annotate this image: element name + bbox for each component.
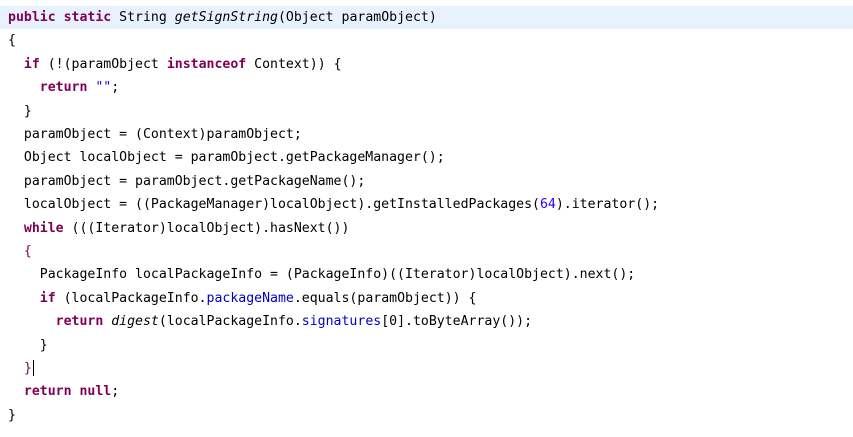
code-token-kw: instanceof <box>166 56 247 72</box>
code-indent <box>8 291 40 306</box>
code-token-kw: return <box>55 314 104 330</box>
code-indent <box>8 104 24 119</box>
code-line[interactable]: { <box>0 240 32 263</box>
code-token-kw: while <box>23 220 64 236</box>
code-token-italic: digest <box>111 314 159 330</box>
code-line[interactable]: while (((Iterator)localObject).hasNext()… <box>0 217 350 240</box>
code-indent <box>8 197 24 212</box>
code-indent <box>8 221 24 236</box>
code-indent <box>8 57 24 72</box>
code-token: } <box>39 337 48 353</box>
code-line[interactable]: return ""; <box>0 76 119 99</box>
code-token: (Object paramObject) <box>277 10 437 25</box>
code-token: (localPackageInfo. <box>55 290 207 306</box>
code-line[interactable]: public static String getSignString(Objec… <box>0 6 853 29</box>
code-token: (!(paramObject <box>39 56 167 72</box>
code-token: } <box>8 407 16 423</box>
code-token-num: 64 <box>539 197 556 213</box>
code-token: .equals(paramObject)) { <box>293 290 477 306</box>
code-indent <box>8 80 40 95</box>
code-line[interactable]: } <box>0 357 34 380</box>
code-token: localObject = ((PackageManager)localObje… <box>23 197 540 213</box>
code-token: [0].toByteArray()); <box>381 314 533 330</box>
code-token: ; <box>111 384 120 400</box>
code-line[interactable]: } <box>0 100 32 123</box>
code-token-bracket-match: } <box>23 361 32 376</box>
code-indent <box>8 384 24 399</box>
code-indent <box>8 361 24 376</box>
code-token-kw: if <box>23 56 40 72</box>
code-line[interactable]: } <box>0 334 48 357</box>
code-line[interactable]: PackageInfo localPackageInfo = (PackageI… <box>0 263 635 286</box>
code-token-field: packageName <box>206 290 294 306</box>
code-token-bracket-match: { <box>23 244 32 259</box>
code-token: PackageInfo localPackageInfo = (PackageI… <box>39 267 636 283</box>
code-token: (((Iterator)localObject).hasNext()) <box>63 220 350 236</box>
code-token-field: signatures <box>301 314 382 330</box>
code-indent <box>8 174 24 189</box>
code-token <box>56 10 64 25</box>
code-token: { <box>8 33 16 49</box>
code-token-kw: if <box>39 290 56 306</box>
code-indent <box>8 150 24 165</box>
code-indent <box>8 244 24 259</box>
code-line[interactable]: } <box>0 404 16 427</box>
code-token: } <box>23 103 32 119</box>
code-token-kw: null <box>79 384 112 400</box>
code-token: Context)) { <box>246 56 342 72</box>
code-token: ; <box>111 80 120 96</box>
code-token-italic: getSignString <box>174 10 278 25</box>
code-token: (localPackageInfo. <box>158 314 302 330</box>
code-indent <box>8 127 24 142</box>
code-token-kw: return <box>23 384 72 400</box>
code-line[interactable]: localObject = ((PackageManager)localObje… <box>0 193 659 216</box>
code-indent <box>8 314 56 329</box>
code-token-kw: return <box>39 80 88 96</box>
code-token: String <box>111 10 175 25</box>
code-line[interactable]: Object localObject = paramObject.getPack… <box>0 146 445 169</box>
code-line[interactable]: paramObject = paramObject.getPackageName… <box>0 170 365 193</box>
code-token-kw: public <box>8 10 56 25</box>
code-token: Object localObject = paramObject.getPack… <box>23 150 445 166</box>
code-token-kw: static <box>63 10 112 25</box>
code-token-str: "" <box>95 80 112 96</box>
code-line[interactable]: { <box>0 29 16 52</box>
code-line[interactable]: paramObject = (Context)paramObject; <box>0 123 302 146</box>
code-indent <box>8 267 40 282</box>
code-line[interactable]: if (localPackageInfo.packageName.equals(… <box>0 287 477 310</box>
code-indent <box>8 338 40 353</box>
code-line[interactable]: if (!(paramObject instanceof Context)) { <box>0 53 342 76</box>
code-token: paramObject = (Context)paramObject; <box>23 127 302 142</box>
code-token: ).iterator(); <box>555 197 660 213</box>
code-line[interactable]: return digest(localPackageInfo.signature… <box>0 310 532 333</box>
code-line[interactable]: return null; <box>0 380 119 403</box>
text-caret <box>32 360 34 376</box>
code-token: paramObject = paramObject.getPackageName… <box>23 173 366 189</box>
